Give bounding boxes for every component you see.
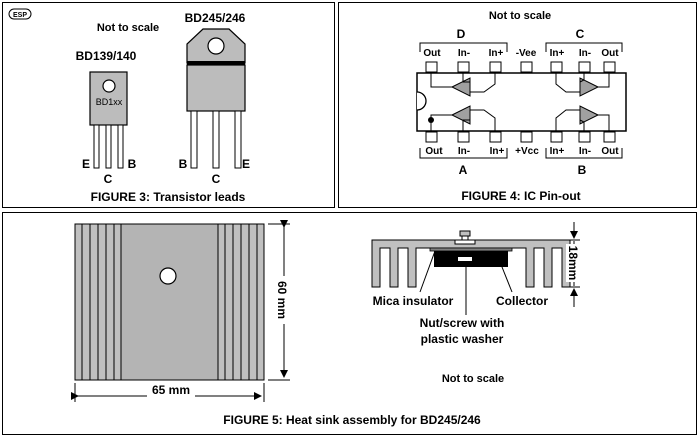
collector-leader [499,261,513,293]
small-transistor: BD1xx E C B [82,71,137,186]
ic-top-pin-4 [520,61,533,73]
bottom-pin-label-6: In- [579,146,591,157]
fin-dim-label: 18mm [566,246,580,281]
height-dimension-label: 60 mm [275,281,289,319]
esp-logo: ESP [8,8,32,20]
opamp-b [555,105,610,131]
large-lead-middle [212,110,220,169]
opamp-d [430,73,496,97]
group-c-bracket [545,42,623,52]
bottom-pin-label-4: +Vcc [515,146,539,157]
top-pin-label-6: In- [579,48,591,59]
heatsink-profile [371,239,571,288]
ic-top-pin-3 [489,61,502,73]
top-pin-label-1: Out [423,48,441,59]
small-lead-middle [105,124,112,169]
bottom-pin-label-7: Out [601,146,619,157]
heatsink-mount-hole [159,267,177,285]
ic-top-pin-6 [578,61,591,73]
small-lead-label-right: B [128,157,137,171]
ic-bottom-pin-7 [603,131,616,143]
ic-body [416,72,627,132]
large-transistor: B C E [179,28,250,186]
ic-top-pin-1 [425,61,438,73]
figure-4-not-to-scale: Not to scale [489,10,551,22]
ic-top-pin-5 [550,61,563,73]
figure-5-caption: FIGURE 5: Heat sink assembly for BD245/2… [223,413,481,427]
ic-bottom-pin-4 [520,131,533,143]
figure-5-not-to-scale: Not to scale [442,373,504,385]
top-pin-label-3: In+ [489,48,504,59]
top-pin-label-2: In- [458,48,470,59]
height-dimension-mask [277,276,291,324]
large-transistor-name: BD245/246 [185,11,246,25]
figure-4-panel: Not to scale D C A B Out In- In+ -Vee In… [338,2,697,208]
small-lead-right [117,124,124,169]
small-lead-label-middle: C [104,172,113,186]
small-transistor-name: BD139/140 [76,49,137,63]
large-lead-label-right: E [242,157,250,171]
mica-insulator [429,247,513,252]
nut-screw-label-line1: Nut/screw with [420,316,505,330]
ic-bottom-pin-5 [550,131,563,143]
ic-bottom-pin-1 [425,131,438,143]
group-d-bracket [419,42,508,52]
collector-label: Collector [496,294,548,308]
small-transistor-label: BD1xx [96,97,123,107]
small-transistor-hole [102,79,116,93]
ic-notch [416,91,427,111]
group-d-label: D [457,27,466,41]
fin-dim-mask [566,244,582,282]
large-lead-right [234,110,242,169]
large-transistor-hole [207,37,225,55]
top-pin-label-4: -Vee [516,48,537,59]
heatsink-center-base [120,223,219,381]
opamp-c [555,73,610,97]
bottom-pin-label-2: In- [458,146,470,157]
figure-3-panel: ESP Not to scale BD139/140 BD245/246 BD1… [2,2,335,208]
width-dimension-mask [147,383,195,397]
figure-4-caption: FIGURE 4: IC Pin-out [461,189,580,203]
top-pin-label-5: In+ [550,48,565,59]
heatsink-fins-right [224,224,258,380]
small-lead-label-left: E [82,157,90,171]
large-lead-label-left: B [179,157,188,171]
plastic-washer [454,239,476,245]
group-b-bracket [545,148,623,159]
heatsink-side-view: 18mm Mica insulator Collector Nut/screw … [371,222,582,385]
group-b-label: B [578,163,587,177]
large-transistor-tab-line [187,61,245,65]
width-dimension-label: 65 mm [152,383,190,397]
large-lead-label-middle: C [212,172,221,186]
large-transistor-body [186,64,246,112]
ic-bottom-pin-3 [489,131,502,143]
group-a-bracket [419,148,508,159]
figure-5-panel: 65 mm 60 mm 18mm [2,212,697,435]
ic-top-pin-7 [603,61,616,73]
figure-3-not-to-scale: Not to scale [97,22,159,34]
opamp-a [430,105,496,131]
group-c-label: C [576,27,585,41]
bottom-pin-label-1: Out [425,146,443,157]
large-lead-left [190,110,198,169]
heatsink-top-view: 65 mm 60 mm [71,220,291,402]
bottom-pin-label-3: In+ [490,146,505,157]
mica-leader [419,250,436,293]
esp-logo-text: ESP [13,12,27,19]
mica-insulator-label: Mica insulator [373,294,454,308]
group-a-label: A [459,163,468,177]
ic-top-pin-2 [457,61,470,73]
figure-3-caption: FIGURE 3: Transistor leads [91,190,246,204]
top-pin-label-7: Out [601,48,619,59]
screw-head [459,230,471,237]
bottom-pin-label-5: In+ [550,146,565,157]
small-lead-left [93,124,100,169]
screw-shank [461,235,469,241]
nut-screw-label-line2: plastic washer [421,332,504,346]
figure-3-frame [2,2,335,208]
transistor-side-highlight [458,257,472,261]
ic-bottom-pin-2 [457,131,470,143]
ic-bottom-pin-6 [578,131,591,143]
